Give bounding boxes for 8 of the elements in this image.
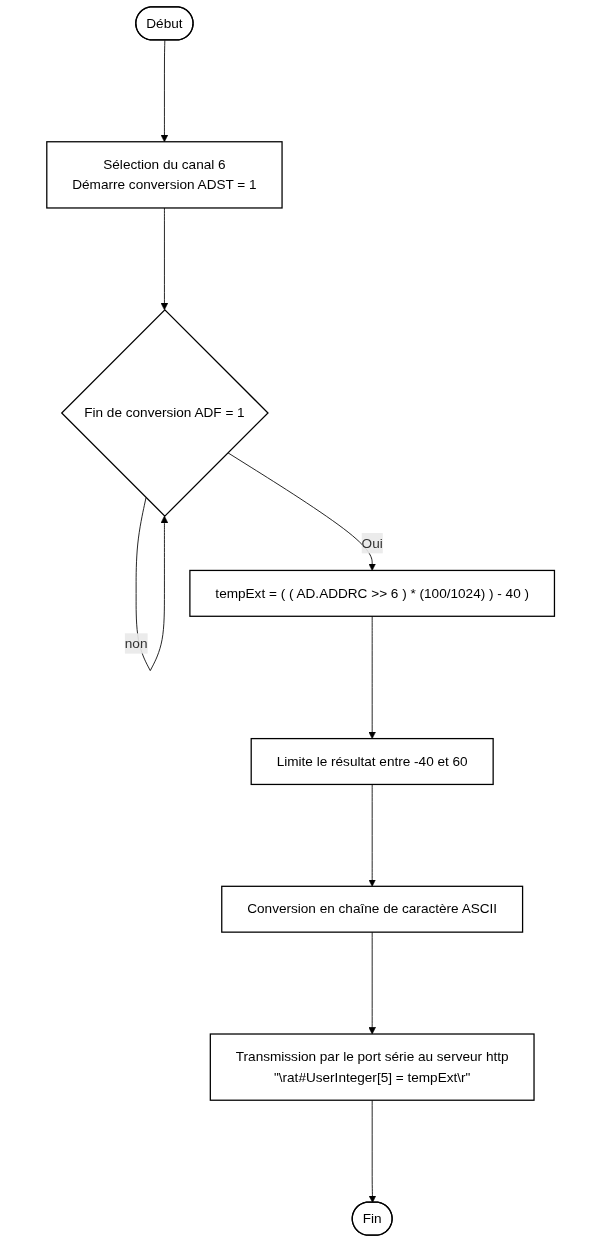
edge-label: Oui bbox=[361, 535, 383, 551]
node-box: Conversion en chaîne de caractère ASCII bbox=[221, 885, 524, 933]
node-diamond: Fin de conversion ADF = 1 bbox=[60, 308, 269, 517]
edge-label: non bbox=[124, 635, 148, 651]
node-box: Transmission par le port série au serveur http "\rat#UserInteger[5] = tempExt\r" bbox=[209, 1033, 535, 1101]
node-box: tempExt = ( ( AD.ADDRC >> 6 ) * (100/1024) ) - 40 ) bbox=[189, 569, 555, 617]
node-box: Sélection du canal 6 Démarre conversion ADST = 1 bbox=[46, 141, 283, 209]
node-box: Limite le résultat entre -40 et 60 bbox=[250, 737, 494, 786]
